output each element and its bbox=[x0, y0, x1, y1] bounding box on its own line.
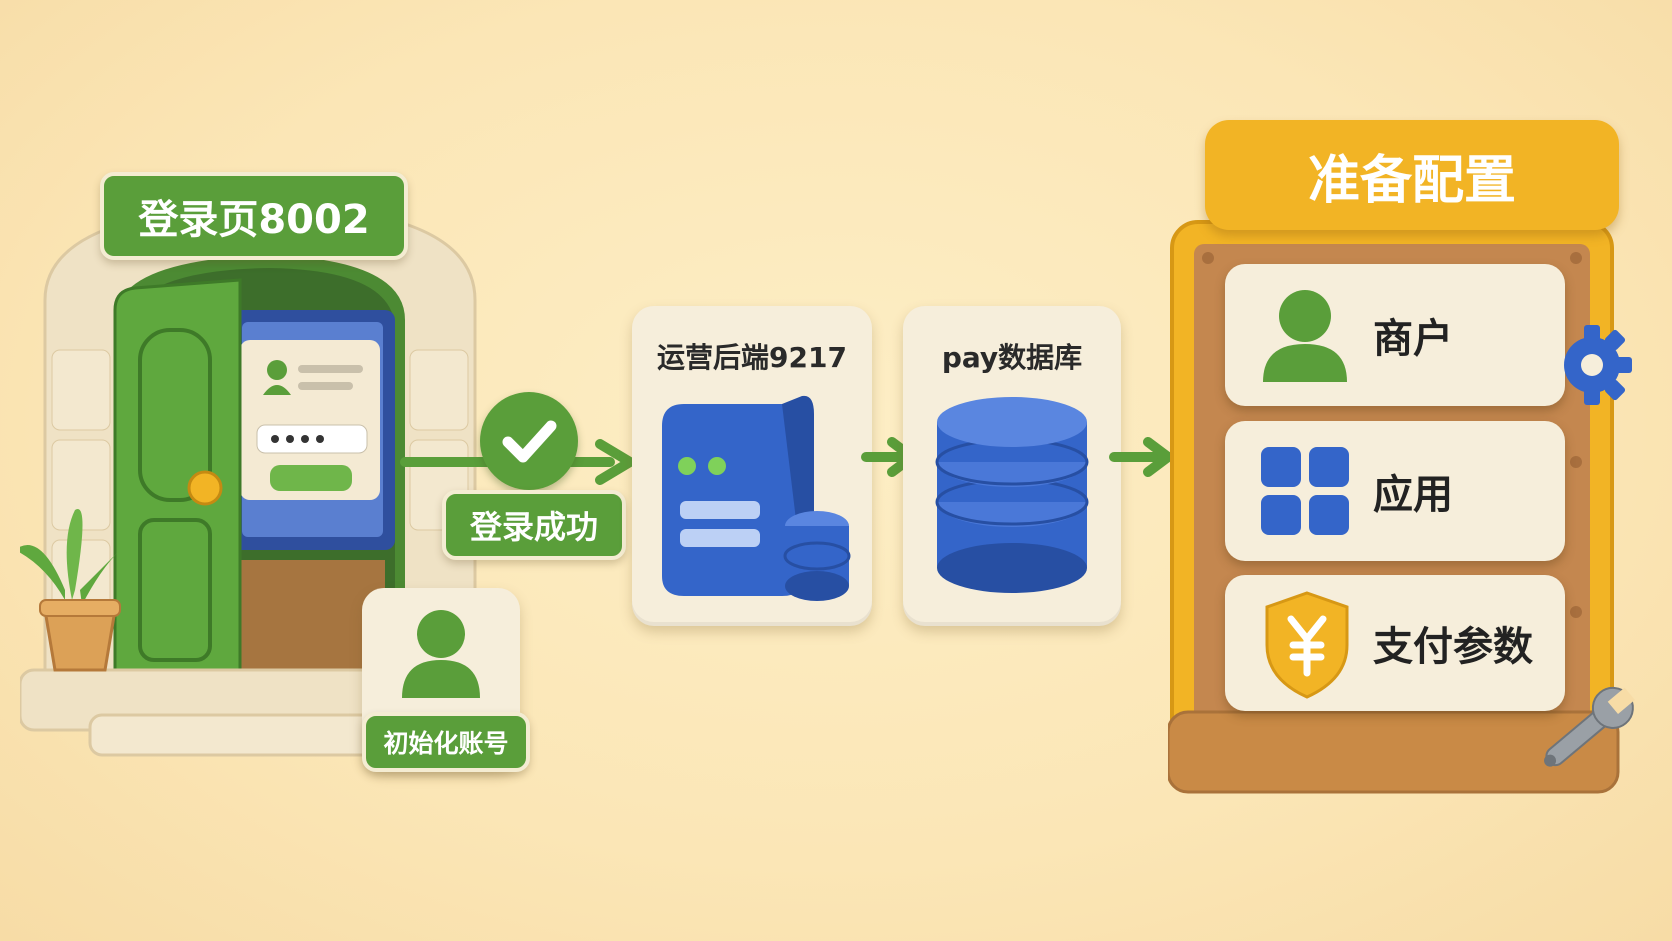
server-icon bbox=[662, 395, 851, 601]
database-icon bbox=[935, 397, 1089, 593]
yuan-shield-icon bbox=[1265, 591, 1349, 699]
config-item-merchant-label: 商户 bbox=[1373, 316, 1453, 362]
wrench-icon bbox=[1544, 686, 1635, 767]
init-account-label: 初始化账号 bbox=[362, 712, 530, 772]
gear-icon bbox=[1564, 325, 1632, 405]
database-title: pay数据库 bbox=[941, 341, 1083, 374]
login-page-label: 登录页8002 bbox=[100, 172, 408, 260]
login-section bbox=[20, 170, 560, 810]
flow-arrow-db-config bbox=[1109, 437, 1173, 477]
success-check-icon bbox=[480, 392, 578, 490]
user-icon bbox=[402, 610, 480, 698]
config-title: 准备配置 bbox=[1205, 120, 1619, 230]
config-item-merchant: 商户 bbox=[1225, 264, 1565, 406]
grid-icon bbox=[1261, 447, 1349, 535]
login-success-label: 登录成功 bbox=[442, 490, 626, 560]
user-icon bbox=[1263, 290, 1347, 382]
config-item-app: 应用 bbox=[1225, 421, 1565, 561]
config-item-payment-params: 支付参数 bbox=[1225, 575, 1565, 711]
backend-card: 运营后端9217 bbox=[632, 306, 872, 626]
backend-title: 运营后端9217 bbox=[657, 341, 847, 374]
config-item-payment-params-label: 支付参数 bbox=[1373, 624, 1533, 670]
database-card: pay数据库 bbox=[903, 306, 1121, 626]
config-item-app-label: 应用 bbox=[1373, 472, 1453, 518]
login-door-illustration bbox=[20, 203, 477, 757]
